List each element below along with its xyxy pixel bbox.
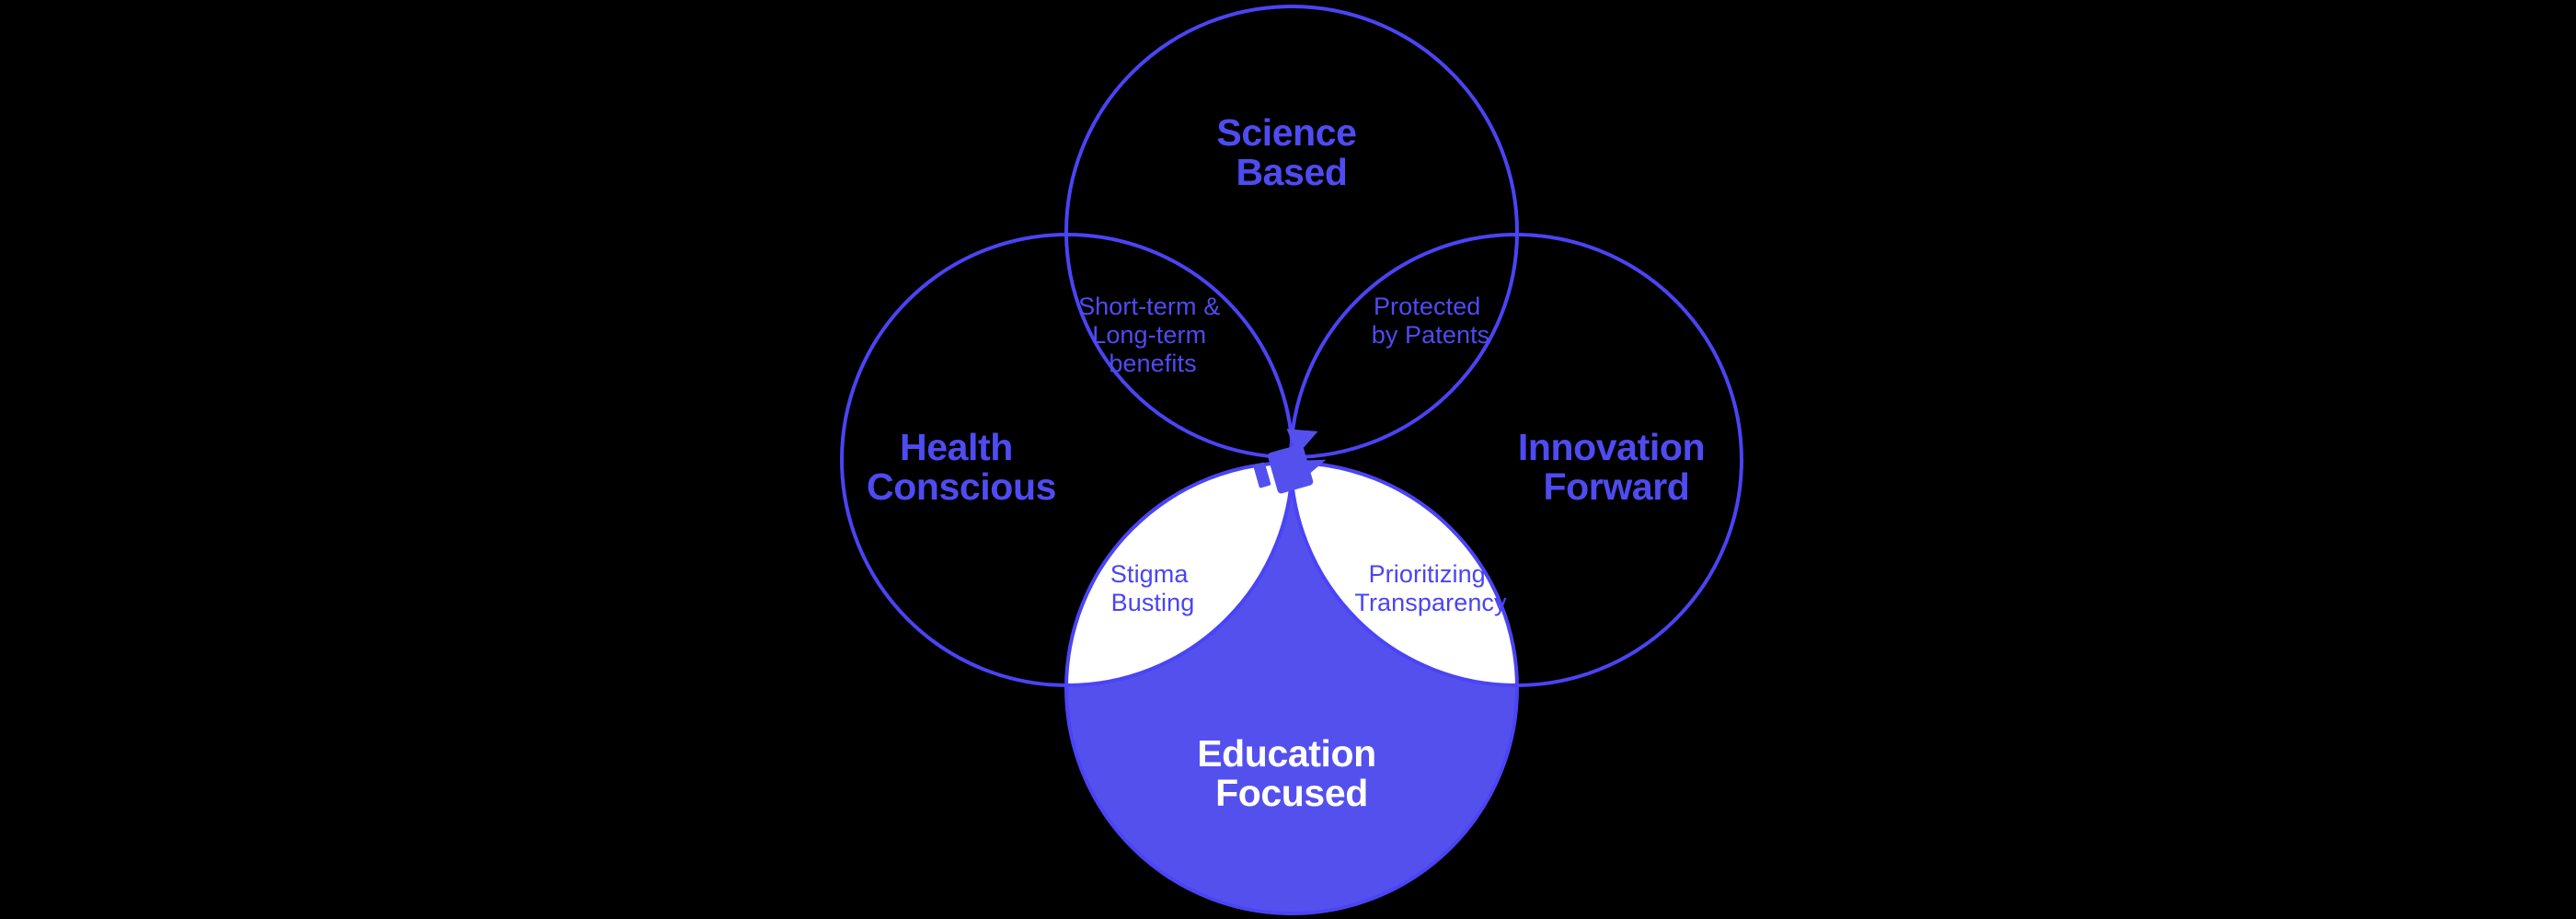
- label-health-conscious: Health Conscious: [867, 426, 1056, 508]
- label-protected-by-patents: Protected by Patents: [1372, 293, 1490, 349]
- circle-science-based-outline[interactable]: [1064, 5, 1519, 459]
- label-science-based: Science Based: [1216, 111, 1366, 193]
- label-prioritizing-transparency: Prioritizing Transparency: [1354, 560, 1507, 616]
- brand-logo-icon[interactable]: [1246, 420, 1331, 499]
- label-innovation-forward: Innovation Forward: [1518, 426, 1715, 508]
- label-stigma-busting: Stigma Busting: [1110, 560, 1195, 616]
- label-short-long-term-benefits: Short-term & Long-term benefits: [1078, 293, 1227, 377]
- label-education-focused: Education Focused: [1197, 732, 1386, 814]
